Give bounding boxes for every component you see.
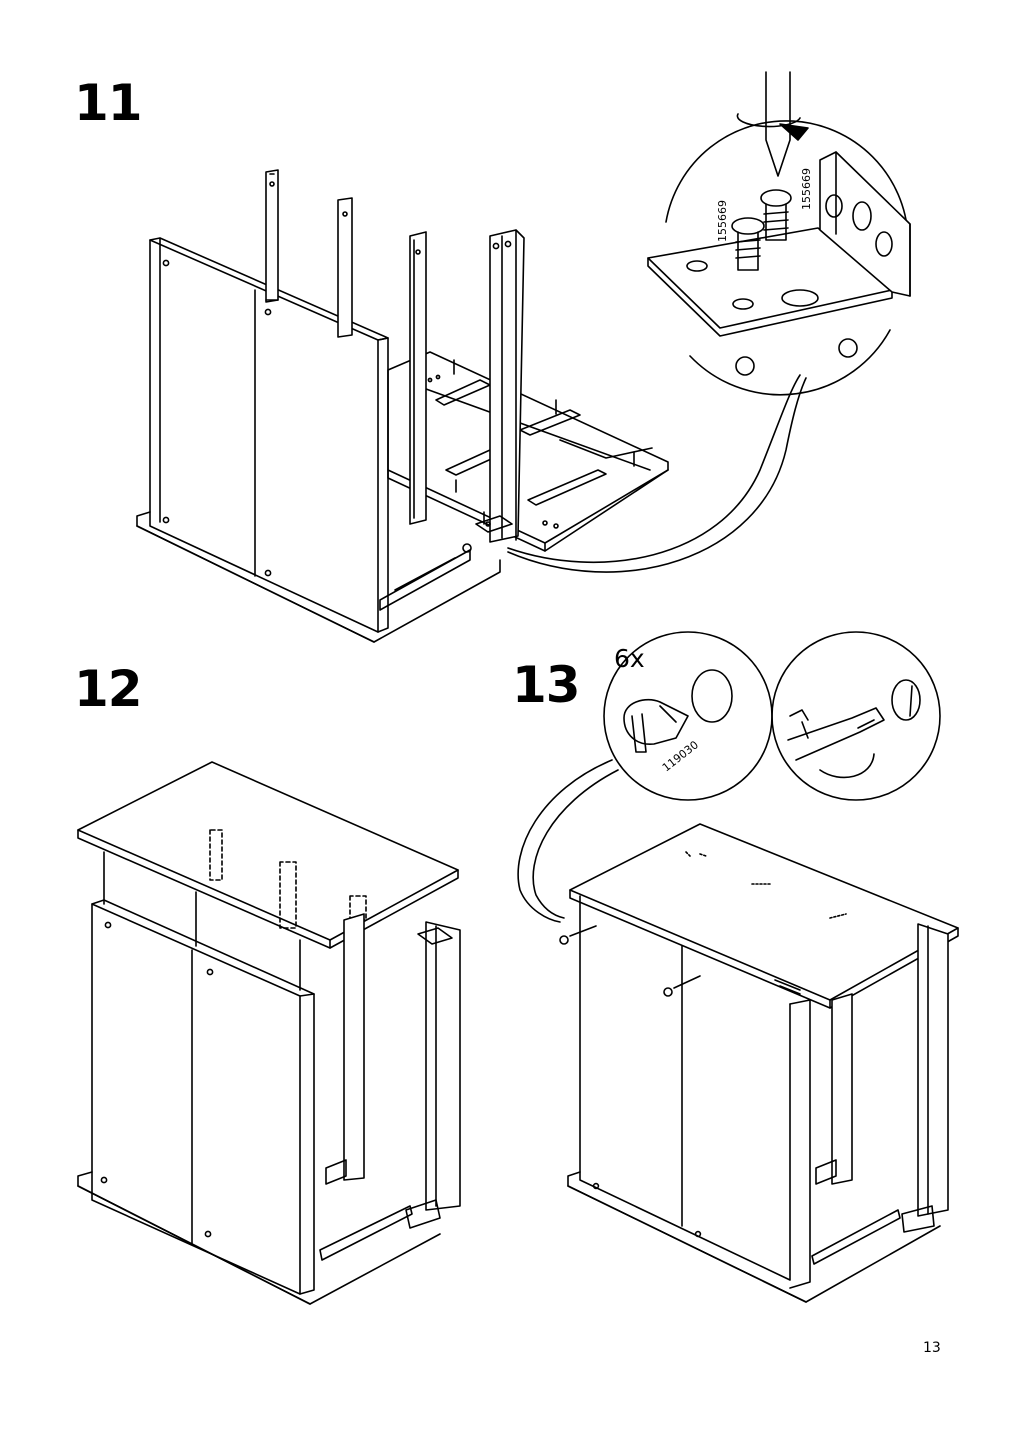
step-number-13: 13	[512, 656, 581, 714]
vertical-rails	[265, 169, 525, 543]
cam-lock-part-code: 119030	[660, 738, 701, 774]
screwdriver-icon	[736, 71, 809, 177]
step-13-illustration	[517, 631, 959, 1303]
screw-icon	[731, 189, 792, 271]
screw-part-code: 155669	[800, 168, 813, 210]
step-13-callout	[517, 631, 941, 923]
step-11-illustration	[136, 71, 911, 643]
step-number-11: 11	[74, 74, 143, 132]
bottom-panel	[387, 351, 669, 552]
step-11-callout	[507, 71, 911, 573]
page-number: 13	[923, 1340, 941, 1356]
screw-part-code: 155669	[716, 200, 729, 242]
step-number-12: 12	[74, 660, 143, 718]
step-12-illustration	[77, 761, 461, 1305]
